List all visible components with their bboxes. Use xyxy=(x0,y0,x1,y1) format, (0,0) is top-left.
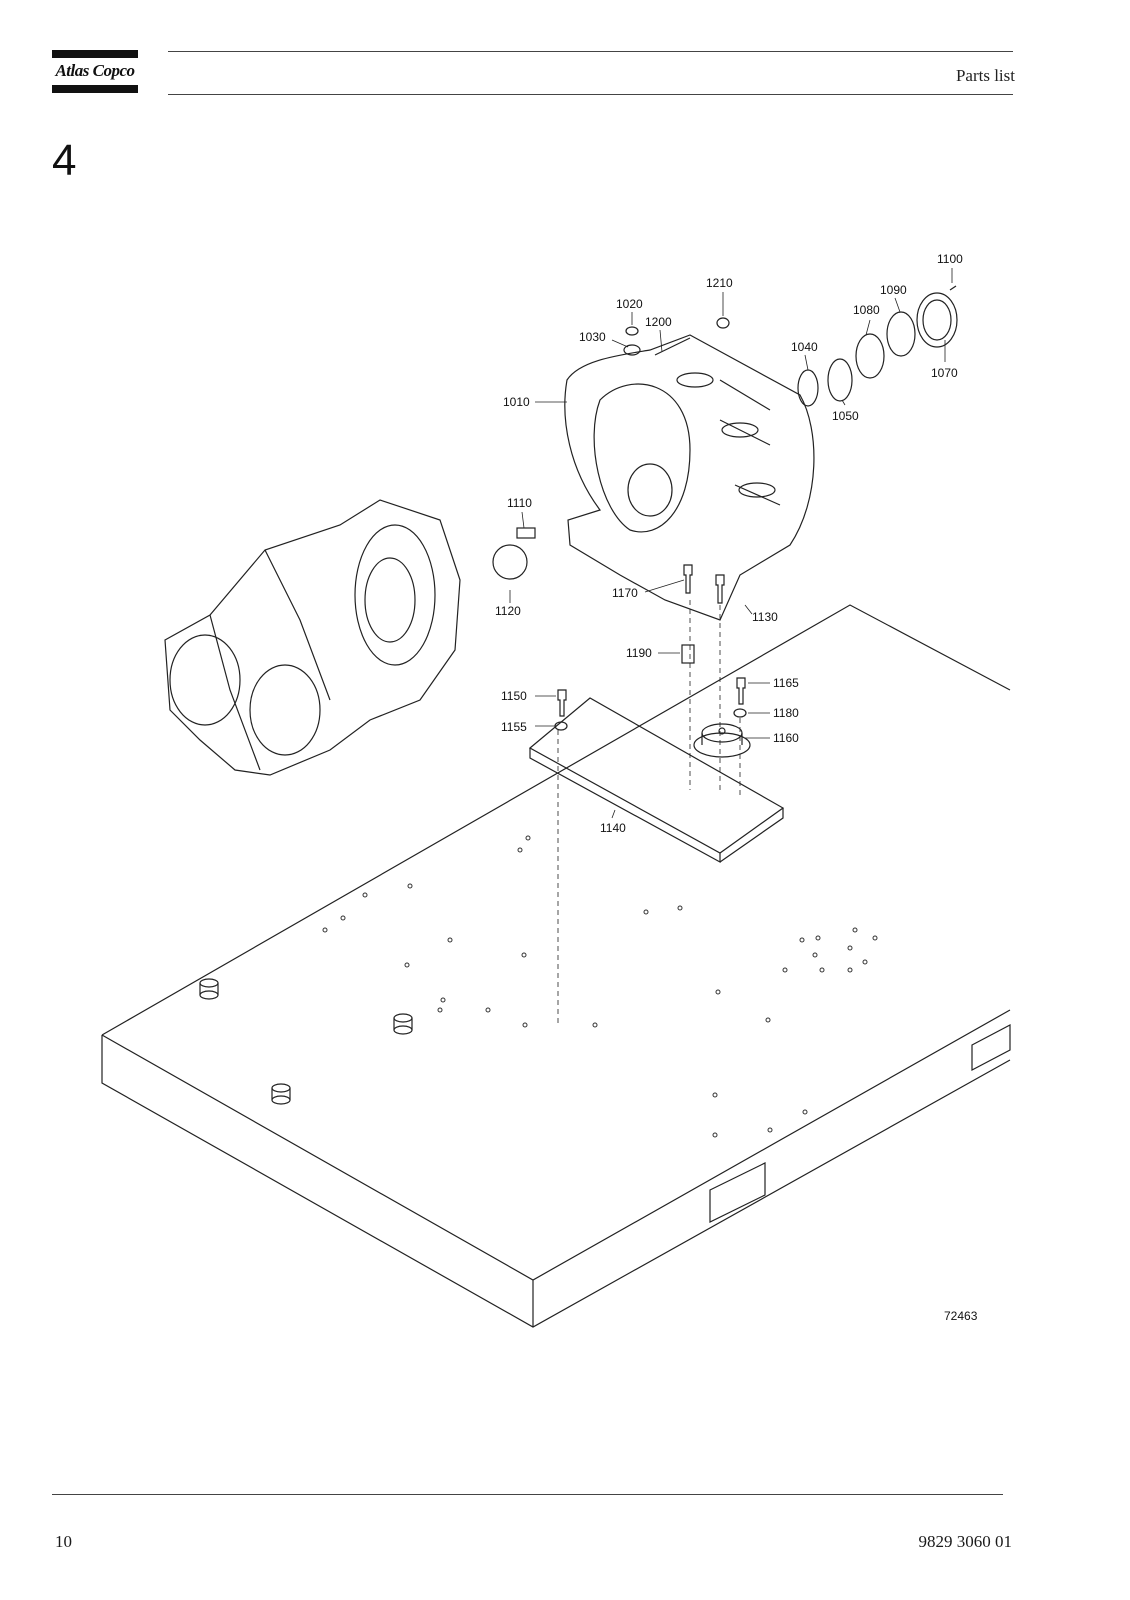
section-number: 4 xyxy=(52,136,77,185)
exploded-parts-drawing: 1010 1020 1030 1040 1050 1070 1080 1090 … xyxy=(101,252,1011,1328)
callout-1165: 1165 xyxy=(773,676,799,690)
callout-1070: 1070 xyxy=(931,366,958,380)
callout-1050: 1050 xyxy=(832,409,859,423)
logo-bar-top xyxy=(52,50,138,58)
callout-1110: 1110 xyxy=(507,496,532,510)
callout-1090: 1090 xyxy=(880,283,907,297)
callout-1170: 1170 xyxy=(612,586,638,600)
washer-1030 xyxy=(623,344,641,356)
frame-cutout-front xyxy=(709,1162,766,1223)
callout-1030: 1030 xyxy=(579,330,606,344)
mounting-bracket xyxy=(528,697,785,854)
screw-1100 xyxy=(949,285,957,291)
callout-1180: 1180 xyxy=(773,706,799,720)
plug-1020 xyxy=(625,326,639,336)
callout-1160: 1160 xyxy=(773,731,799,745)
frame-cutout-right xyxy=(971,1024,1011,1071)
figure-number: 72463 xyxy=(944,1309,978,1323)
callout-1080: 1080 xyxy=(853,303,880,317)
callout-1210: 1210 xyxy=(706,276,733,290)
vibration-isolator xyxy=(693,732,751,758)
bolt-1150 xyxy=(557,689,567,717)
bolt-1200 xyxy=(654,337,691,356)
nut-1210 xyxy=(716,317,730,329)
logo-bar-bottom xyxy=(52,85,138,93)
page-title: Parts list xyxy=(955,66,1015,85)
bolt-1170 xyxy=(683,564,693,594)
key xyxy=(516,527,536,539)
callout-1200: 1200 xyxy=(645,315,672,329)
header-rule-top xyxy=(168,51,1013,52)
compressor-housing xyxy=(564,334,815,621)
footer-rule xyxy=(52,1494,1003,1495)
page-number: 10 xyxy=(55,1532,72,1551)
bolt-1165 xyxy=(736,677,746,705)
seal-ring xyxy=(855,333,885,379)
plug xyxy=(492,544,528,580)
callout-1150: 1150 xyxy=(501,689,527,703)
logo-wordmark: Atlas Copco xyxy=(55,61,135,80)
callout-1130: 1130 xyxy=(752,610,778,624)
atlas-copco-logo: Atlas Copco xyxy=(52,50,138,94)
callout-1040: 1040 xyxy=(791,340,818,354)
washer-1180 xyxy=(733,708,747,718)
bushing xyxy=(827,358,853,402)
retaining-ring xyxy=(797,369,819,407)
base-frame xyxy=(101,604,1011,1328)
callout-1100: 1100 xyxy=(937,252,963,266)
callout-1020: 1020 xyxy=(616,297,643,311)
callout-1155: 1155 xyxy=(501,720,527,734)
cover xyxy=(916,292,958,348)
header-rule-bottom xyxy=(168,94,1013,95)
document-number: 9829 3060 01 xyxy=(918,1532,1013,1551)
callout-1190: 1190 xyxy=(626,646,652,660)
motor-assembly xyxy=(164,499,461,776)
spacer-sleeve xyxy=(681,644,695,664)
callout-1120: 1120 xyxy=(495,604,521,618)
callout-1010: 1010 xyxy=(503,395,530,409)
callout-1140: 1140 xyxy=(600,821,626,835)
o-ring xyxy=(886,311,916,357)
